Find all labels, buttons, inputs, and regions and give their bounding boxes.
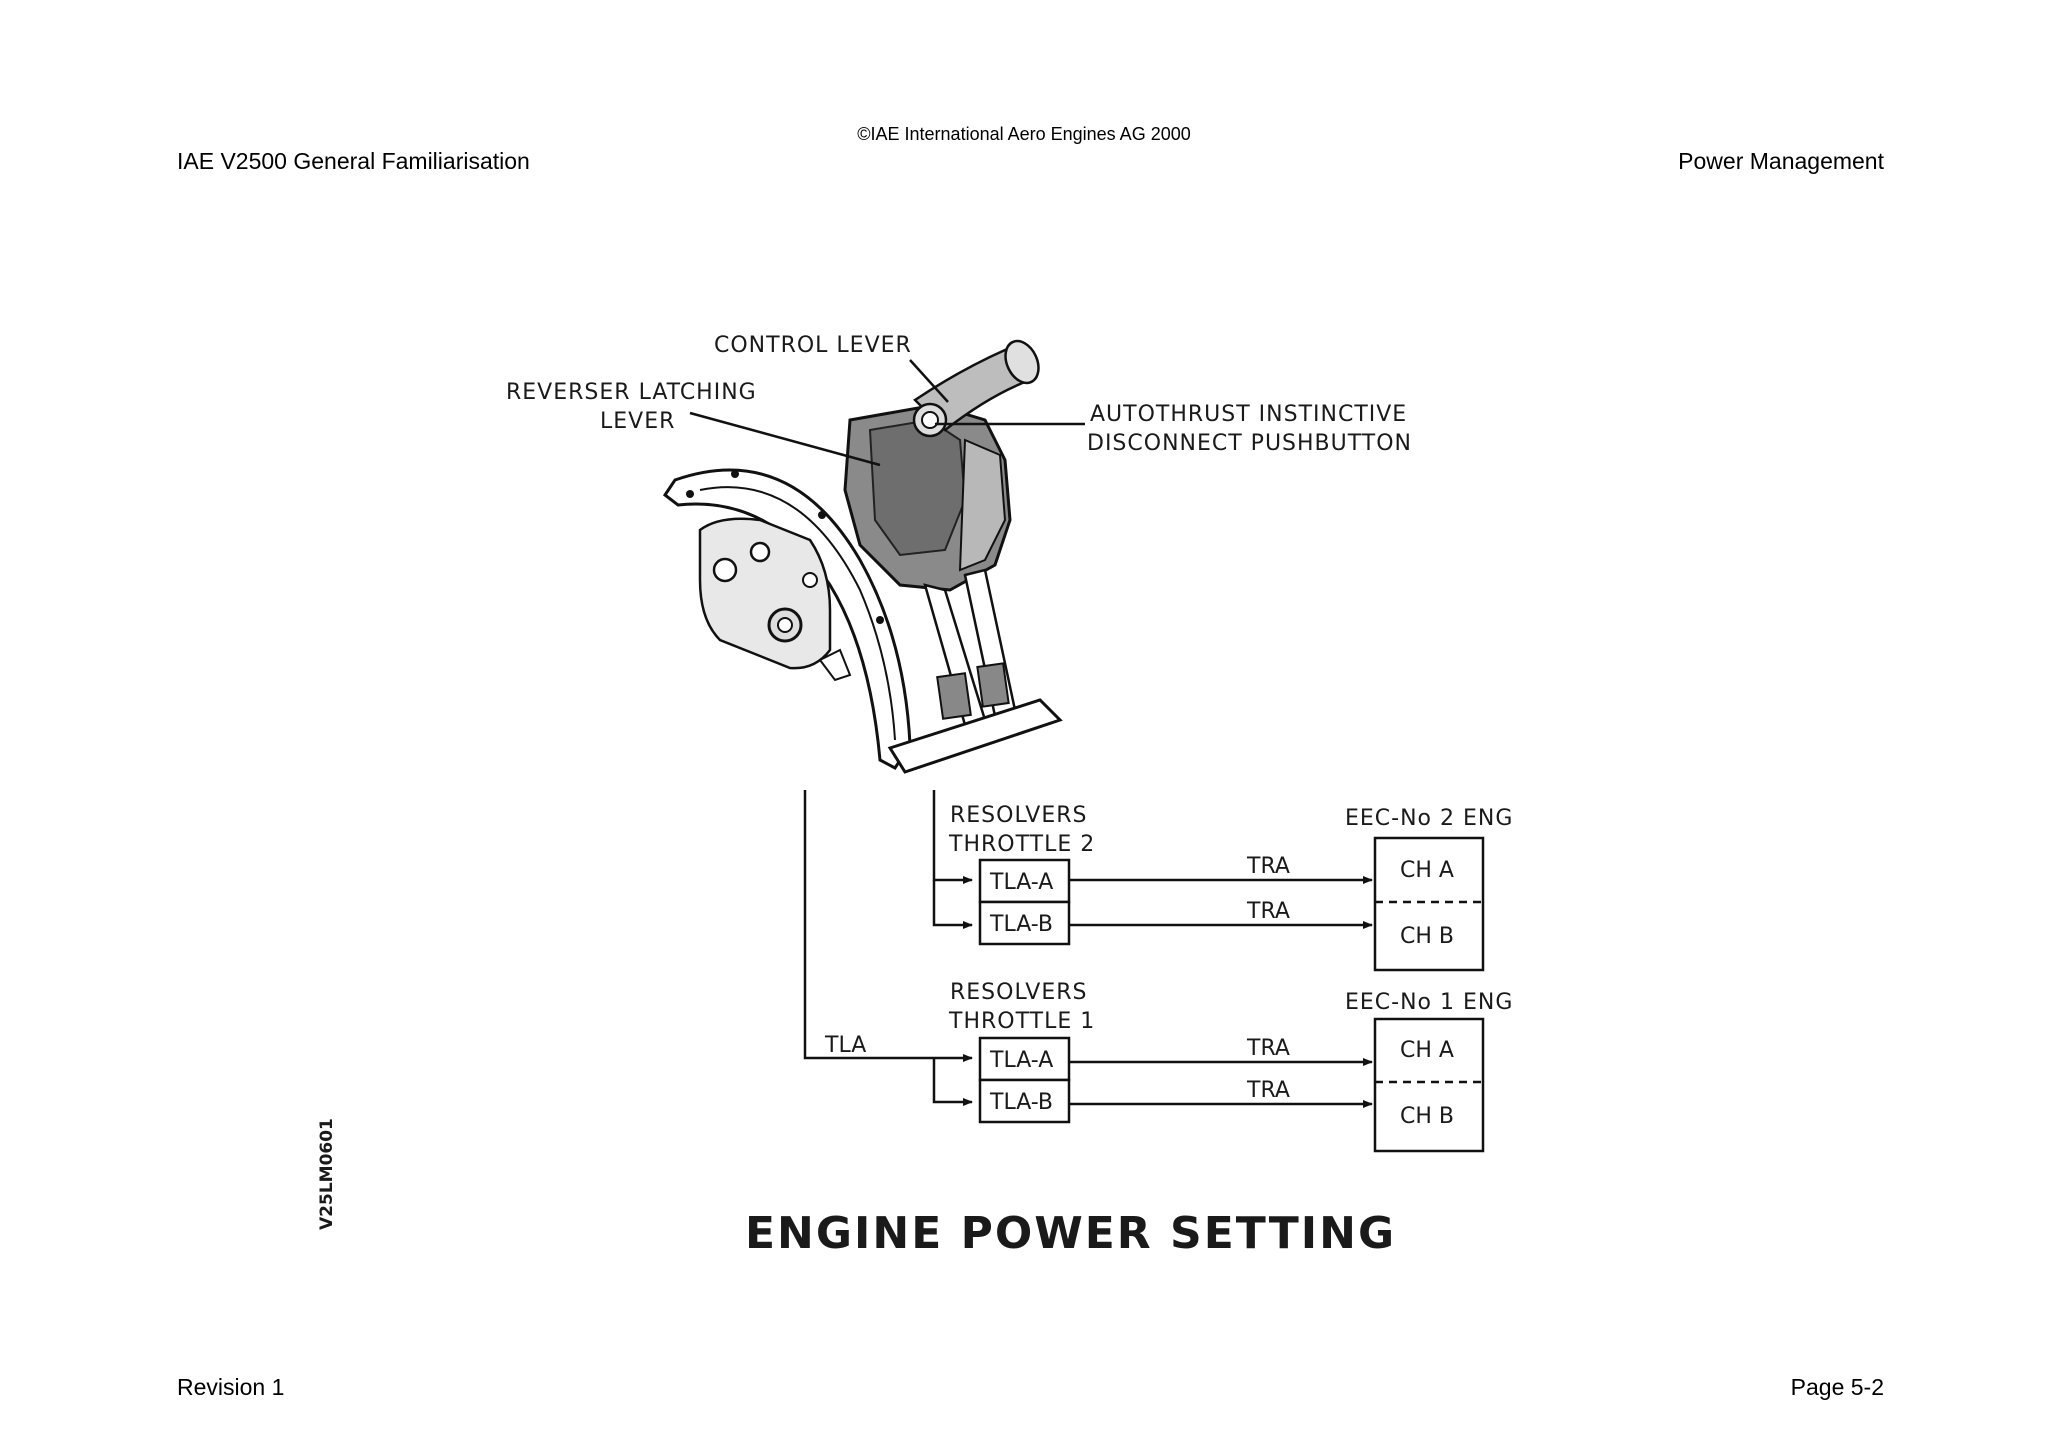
tra-a-label-throttle2: TRA [1246, 854, 1290, 879]
resolvers-throttle1-line1: RESOLVERS [950, 980, 1088, 1005]
tra-a-label-throttle1: TRA [1246, 1036, 1290, 1061]
resolvers-throttle2-line2: THROTTLE 2 [948, 832, 1095, 857]
eec-no1-box [1373, 1017, 1485, 1153]
tla-b-feed-throttle1 [932, 1058, 973, 1106]
autothrust-label-line1: AUTOTHRUST INSTINCTIVE [1090, 402, 1407, 427]
section-title: Power Management [1678, 148, 1884, 174]
reverser-latching-label-line2: LEVER [600, 409, 675, 434]
tra-b-label-throttle1: TRA [1246, 1078, 1290, 1103]
control-lever-leader [909, 359, 949, 403]
tla-b-label-throttle1: TLA-B [989, 1090, 1053, 1115]
eec-no2-box [1373, 836, 1485, 972]
eec-no2-ch-a: CH A [1400, 858, 1454, 883]
resolvers-throttle2-line1: RESOLVERS [950, 803, 1088, 828]
tla-b-feed-throttle2 [932, 880, 973, 929]
control-lever-label: CONTROL LEVER [714, 333, 912, 358]
tla-b-label-throttle2: TLA-B [989, 912, 1053, 937]
document-title: IAE V2500 General Familiarisation [177, 148, 530, 174]
resolvers-throttle1-line2: THROTTLE 1 [948, 1009, 1095, 1034]
eec-no1-ch-b: CH B [1400, 1104, 1454, 1129]
tla-b-box-throttle2 [978, 900, 1071, 946]
diagram-title: ENGINE POWER SETTING [745, 1208, 1396, 1259]
tla-feed-throttle1 [803, 790, 973, 1062]
eec-no1-label: EEC-No 1 ENG [1345, 990, 1513, 1015]
figure-reference: V25LM0601 [317, 1118, 337, 1230]
reverser-lever-leader [689, 411, 881, 467]
eec-no1-ch-a: CH A [1400, 1038, 1454, 1063]
tra-b-label-throttle2: TRA [1246, 899, 1290, 924]
page-number: Page 5-2 [1790, 1374, 1884, 1400]
throttle-quadrant-illustration [662, 339, 1063, 774]
revision-label: Revision 1 [177, 1374, 285, 1400]
eec-no2-label: EEC-No 2 ENG [1345, 806, 1513, 831]
tla-b-box-throttle1 [978, 1078, 1071, 1124]
tla-a-label-throttle2: TLA-A [989, 870, 1053, 895]
autothrust-label-line2: DISCONNECT PUSHBUTTON [1087, 431, 1412, 456]
tla-label: TLA [824, 1033, 866, 1058]
eec-no2-ch-b: CH B [1400, 924, 1454, 949]
reverser-latching-label-line1: REVERSER LATCHING [506, 380, 757, 405]
copyright-notice: ©IAE International Aero Engines AG 2000 [857, 124, 1191, 144]
tla-a-label-throttle1: TLA-A [989, 1048, 1053, 1073]
tla-a-box-throttle1 [978, 1036, 1071, 1082]
